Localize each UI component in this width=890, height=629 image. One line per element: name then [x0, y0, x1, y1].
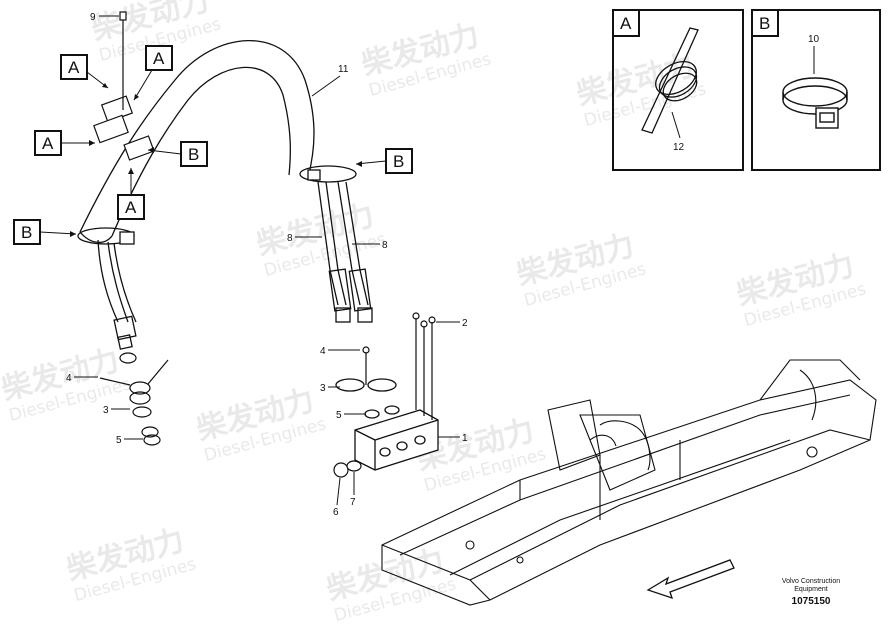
- callout-a-1: A: [60, 54, 109, 89]
- arched-hose-end-left: [79, 231, 113, 243]
- part-number-1: 1: [462, 433, 468, 444]
- part-number-4-left: 4: [66, 373, 72, 384]
- watermark-tile: 柴发动力 Diesel-Engines: [733, 248, 868, 331]
- callout-b-letter: B: [188, 145, 199, 164]
- part-number-6: 6: [333, 507, 339, 518]
- watermark-tile: 柴发动力 Diesel-Engines: [573, 48, 708, 131]
- callout-a-2: A: [133, 45, 173, 101]
- valve-block: [335, 378, 439, 471]
- arched-hose-outer: [79, 39, 315, 233]
- callout-a-letter: A: [125, 198, 137, 217]
- left-hose-a: [97, 239, 119, 323]
- part-number-7: 7: [350, 497, 356, 508]
- machine-frame: [381, 359, 877, 606]
- part-number-10: 10: [808, 34, 820, 45]
- callout-b-letter: B: [21, 223, 32, 242]
- watermark-tile: 柴发动力 Diesel-Engines: [358, 18, 493, 101]
- left-fitting-cluster: [99, 352, 169, 446]
- part-number-4-center: 4: [320, 346, 326, 357]
- part-number-5-left: 5: [116, 435, 122, 446]
- callout-a-letter: A: [68, 58, 80, 77]
- part-number-3-left: 3: [103, 405, 109, 416]
- caption-line-1: Volvo Construction: [782, 578, 840, 585]
- hose-assembly: [77, 39, 373, 350]
- callout-b-1: B: [147, 141, 208, 167]
- callout-b-letter: B: [393, 152, 404, 171]
- drawing-caption: Volvo Construction Equipment 1075150: [782, 578, 840, 607]
- part-number-8-right: 8: [382, 240, 388, 251]
- detail-b-letter-box: [751, 9, 779, 37]
- hose-clamp-right: [299, 165, 357, 183]
- callout-a-letter: A: [153, 49, 165, 68]
- part-number-8-left: 8: [287, 233, 293, 244]
- callout-a-4: A: [117, 168, 145, 220]
- hose-clamp: [782, 77, 848, 129]
- watermark-tile: 柴发动力 Diesel-Engines: [323, 543, 458, 626]
- watermark-layer: 柴发动力 Diesel-Engines 柴发动力 Diesel-Engines …: [0, 0, 868, 626]
- part-number-12: 12: [673, 142, 685, 153]
- detail-a-frame: [612, 9, 744, 171]
- watermark-tile: 柴发动力 Diesel-Engines: [253, 198, 388, 281]
- detail-b-frame: [751, 9, 881, 171]
- detail-a-letter: A: [620, 14, 632, 33]
- callout-b-3: B: [13, 219, 77, 245]
- part-labels: 9 11 8 8 2 4 3 5 1 6 7 4 3 5: [66, 12, 468, 518]
- detail-a-letter-box: [612, 9, 640, 37]
- right-hose-a: [317, 181, 339, 306]
- direction-arrow: [646, 559, 735, 600]
- hose-brackets: [93, 11, 155, 161]
- part-number-9: 9: [90, 12, 96, 23]
- spiral-hose-protector: [641, 27, 699, 134]
- detail-b-letter: B: [759, 14, 770, 33]
- watermark-tile: 柴发动力 Diesel-Engines: [513, 228, 648, 311]
- watermark-tile: 柴发动力 Diesel-Engines: [63, 523, 198, 606]
- part-number-11: 11: [338, 64, 349, 75]
- callout-a-3: A: [34, 130, 95, 156]
- part-number-5-center: 5: [336, 410, 342, 421]
- valve-bolts: [333, 312, 436, 478]
- callout-b-2: B: [355, 148, 413, 174]
- detail-a-leader: [671, 111, 681, 139]
- part-number-3-center: 3: [320, 383, 326, 394]
- drawing-number: 1075150: [792, 596, 831, 607]
- callout-a-letter: A: [42, 134, 54, 153]
- watermark-tile: 柴发动力 Diesel-Engines: [193, 383, 328, 466]
- arched-hose-inner: [111, 66, 291, 237]
- detail-view-b: B 10: [751, 9, 881, 171]
- right-hose-b: [337, 181, 361, 306]
- part-number-2: 2: [462, 318, 468, 329]
- left-hose-b: [107, 241, 129, 323]
- caption-line-2: Equipment: [794, 586, 828, 593]
- detail-view-a: A 12: [612, 9, 744, 171]
